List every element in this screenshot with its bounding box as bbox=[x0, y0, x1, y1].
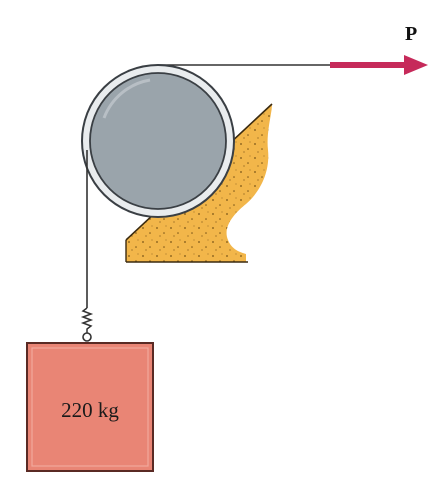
drum-highlight bbox=[102, 78, 151, 119]
mass-block-body bbox=[26, 342, 154, 472]
force-arrow-head bbox=[404, 55, 428, 75]
drum bbox=[81, 64, 235, 218]
force-arrow bbox=[330, 55, 428, 75]
spring-coil bbox=[80, 307, 94, 333]
hook-ring bbox=[82, 332, 92, 342]
mass-block bbox=[26, 342, 154, 472]
mass-block-inner-border bbox=[31, 347, 149, 467]
mass-label: 220 kg bbox=[61, 398, 119, 422]
force-label: P bbox=[405, 23, 417, 45]
drum-inner-face bbox=[89, 72, 227, 210]
